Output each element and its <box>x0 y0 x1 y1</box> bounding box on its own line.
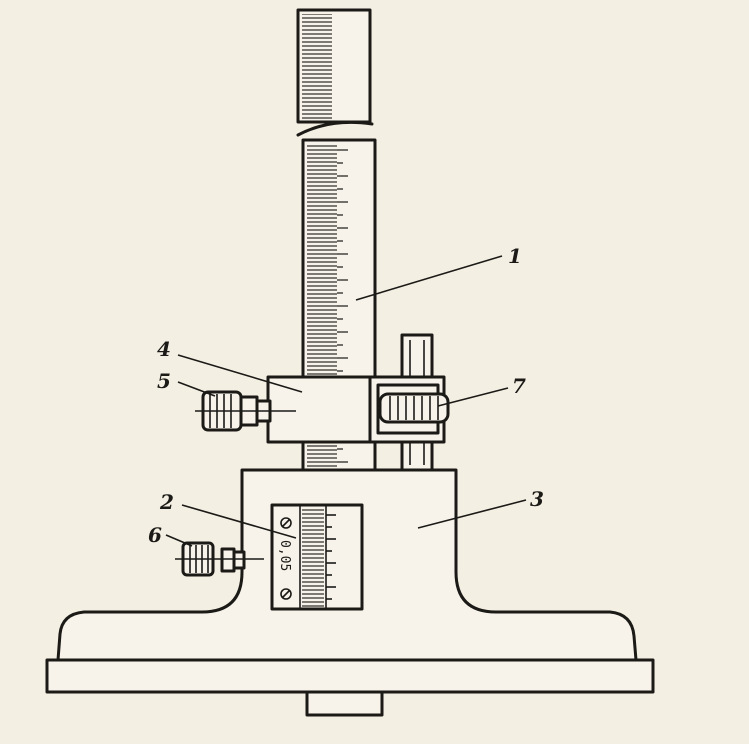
label-rod: 1 <box>508 244 522 268</box>
leader-lines <box>165 255 527 547</box>
fine-feed-wheel-7 <box>378 392 450 424</box>
leader-7 <box>437 387 509 407</box>
bottom-plate <box>45 658 655 694</box>
rod-scale-top <box>302 14 332 120</box>
leader-1 <box>355 255 503 301</box>
leader-5 <box>177 381 216 397</box>
clamp-screw-5 <box>195 390 296 432</box>
label-base: 3 <box>530 487 544 511</box>
vernier-value-text: 0,05 <box>277 540 292 571</box>
leader-4 <box>177 354 303 393</box>
label-clamp-screw: 5 <box>157 369 171 393</box>
bottom-foot <box>305 688 384 717</box>
leader-2 <box>181 504 297 539</box>
label-vernier-screw: 6 <box>148 523 162 547</box>
leader-6 <box>165 534 193 547</box>
vernier-scale-ticks <box>326 514 336 600</box>
label-fine-feed-wheel: 7 <box>512 374 526 398</box>
break-line <box>296 120 374 137</box>
vernier-screws <box>280 517 292 600</box>
leader-3 <box>417 499 527 529</box>
label-vernier: 2 <box>159 490 174 514</box>
label-slider: 4 <box>157 337 171 361</box>
vernier-screw-6 <box>175 541 264 577</box>
main-scale-strip <box>302 507 324 607</box>
